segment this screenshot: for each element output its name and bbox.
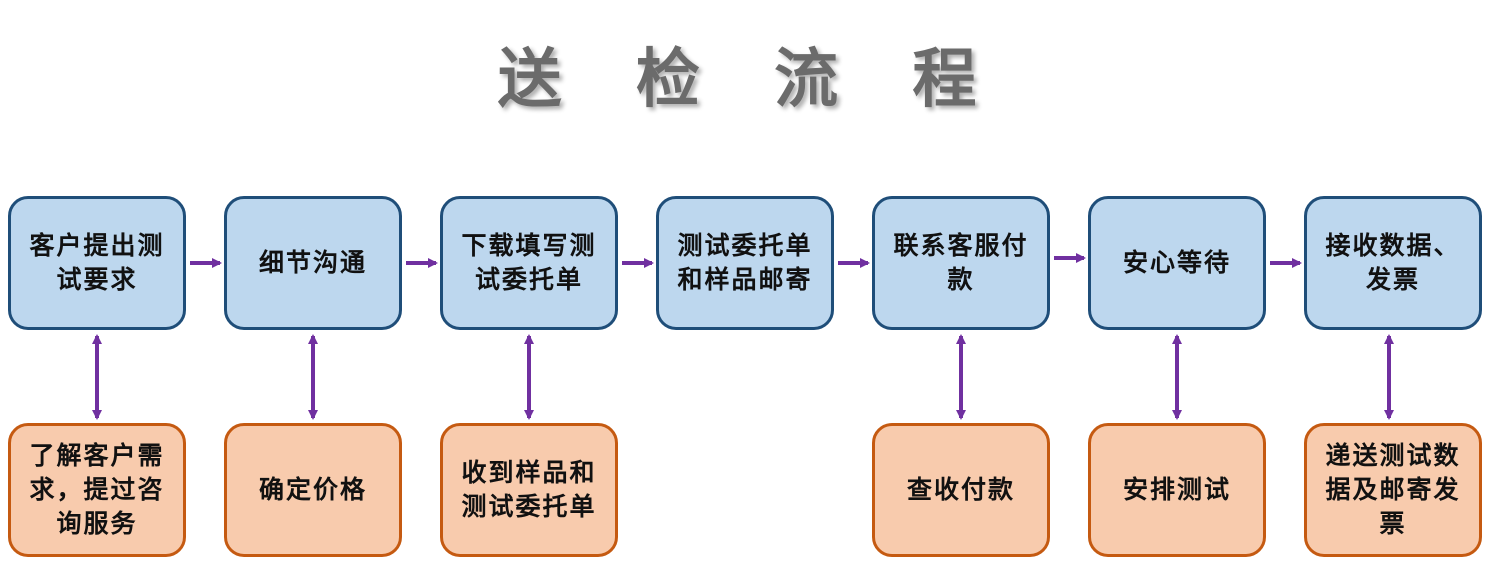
step-label-1: 客户提出测试要求 (29, 231, 165, 294)
step-box-3: 下载填写测试委托单 (440, 196, 618, 330)
sub-step-box-2: 确定价格 (224, 423, 402, 557)
step-box-7: 接收数据、发票 (1304, 196, 1482, 330)
sub-step-label-7: 递送测试数据及邮寄发票 (1325, 441, 1461, 538)
sub-step-box-5: 查收付款 (872, 423, 1050, 557)
step-box-6: 安心等待 (1088, 196, 1266, 330)
sub-step-label-2: 确定价格 (258, 475, 367, 504)
sub-step-label-1: 了解客户需求，提过咨询服务 (29, 441, 165, 538)
step-label-2: 细节沟通 (258, 248, 367, 277)
step-box-1: 客户提出测试要求 (8, 196, 186, 330)
step-box-5: 联系客服付款 (872, 196, 1050, 330)
step-box-2: 细节沟通 (224, 196, 402, 330)
step-label-5: 联系客服付款 (893, 231, 1029, 294)
step-box-4: 测试委托单和样品邮寄 (656, 196, 834, 330)
sub-step-box-7: 递送测试数据及邮寄发票 (1304, 423, 1482, 557)
step-label-3: 下载填写测试委托单 (461, 231, 597, 294)
step-label-7: 接收数据、发票 (1325, 231, 1461, 294)
sub-step-label-5: 查收付款 (906, 475, 1015, 504)
diagram-title: 送 检 流 程 (497, 43, 1003, 117)
sub-step-box-6: 安排测试 (1088, 423, 1266, 557)
step-label-6: 安心等待 (1122, 248, 1231, 277)
sub-step-box-1: 了解客户需求，提过咨询服务 (8, 423, 186, 557)
step-label-4: 测试委托单和样品邮寄 (677, 231, 813, 294)
sub-step-label-3: 收到样品和测试委托单 (461, 458, 597, 521)
sub-step-box-3: 收到样品和测试委托单 (440, 423, 618, 557)
sub-step-label-6: 安排测试 (1122, 475, 1231, 504)
